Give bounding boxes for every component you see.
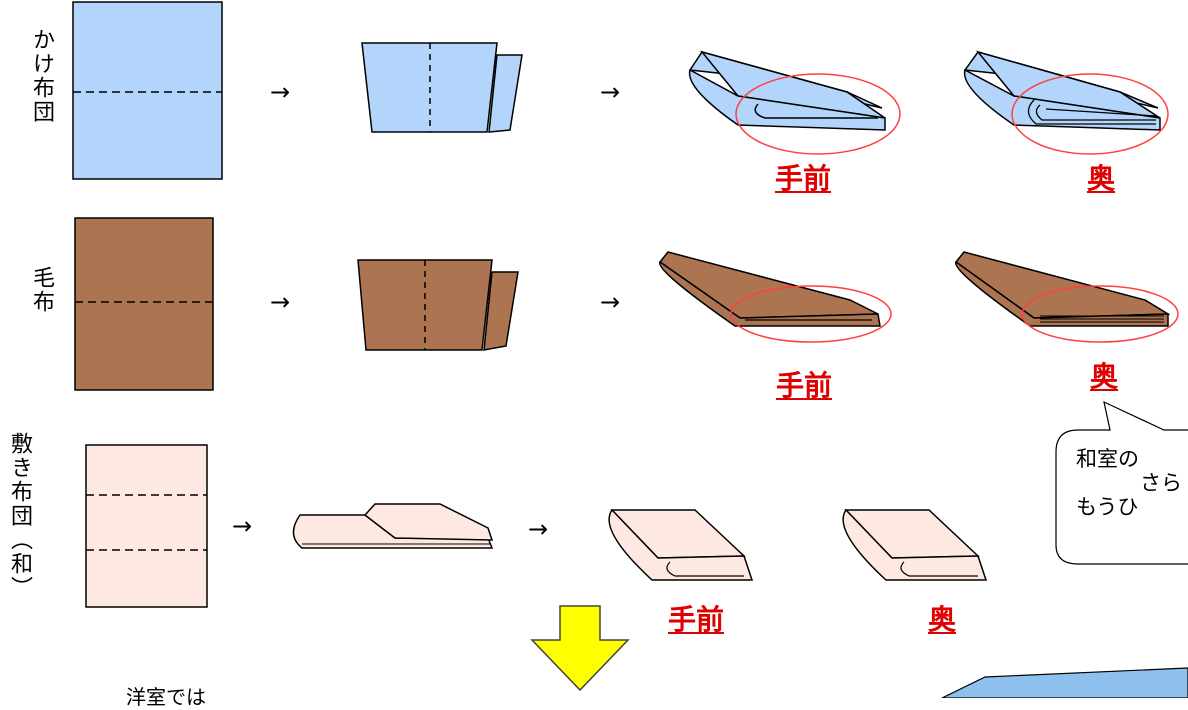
speech-bubble <box>1055 400 1188 565</box>
row3-unfolded-mattress <box>85 444 208 608</box>
row1-folded-back <box>963 50 1169 155</box>
row1-half-folded-futon <box>361 42 523 133</box>
down-arrow-icon <box>530 605 630 692</box>
partial-futon-bottom <box>941 667 1188 698</box>
row1-arrow-1: → <box>270 78 291 106</box>
bubble-line-2: さら <box>1140 471 1182 495</box>
row2-front-label: 手前 <box>776 369 833 402</box>
bubble-line-1: 和室の <box>1076 447 1139 471</box>
row1-folded-front <box>688 50 901 155</box>
row1-unfolded-futon <box>72 1 223 180</box>
row2-folded-back <box>954 251 1179 343</box>
row1-front-label: 手前 <box>775 162 832 195</box>
row3-front-label: 手前 <box>668 603 725 636</box>
bubble-line-3: もうひ <box>1076 495 1139 519</box>
row1-back-label: 奥 <box>1087 162 1116 195</box>
row2-label: 毛布 <box>29 266 54 314</box>
row2-unfolded-blanket <box>74 217 214 391</box>
row3-label: 敷き布団（和） <box>7 432 32 600</box>
row3-folded-back <box>842 508 988 581</box>
row3-tri-folded-mattress <box>292 503 494 549</box>
row3-arrow-1: → <box>232 512 253 540</box>
row2-half-folded-blanket <box>357 259 519 351</box>
row2-arrow-1: → <box>270 288 291 316</box>
row3-folded-front <box>608 508 754 581</box>
row3-arrow-2: → <box>528 515 549 543</box>
row2-arrow-2: → <box>600 288 621 316</box>
bottom-text: 洋室では <box>126 685 206 709</box>
row2-folded-front <box>658 251 892 343</box>
row2-back-label: 奥 <box>1090 360 1119 393</box>
row1-arrow-2: → <box>600 78 621 106</box>
row3-back-label: 奥 <box>928 603 957 636</box>
row1-label: かけ布団 <box>29 28 54 124</box>
